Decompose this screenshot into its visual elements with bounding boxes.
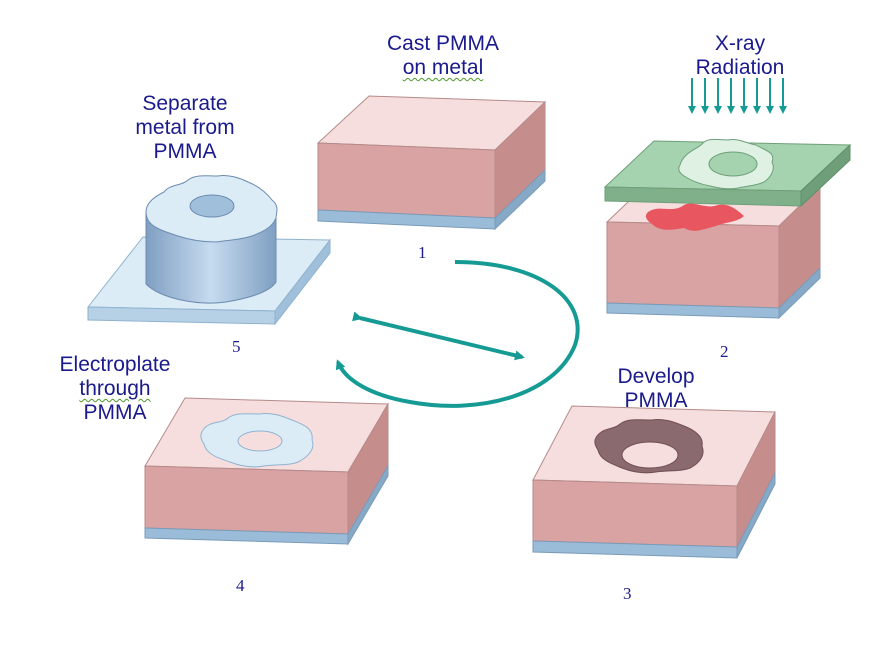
step3-developed-block (532, 405, 776, 559)
step3-label-line1: Develop (617, 365, 695, 388)
step5-label-line1: Separate (142, 92, 228, 115)
step4-plated-block (144, 397, 389, 546)
step3-label: Develop PMMA (591, 365, 721, 413)
step2-mask (603, 138, 852, 208)
step5-label-line2: metal from (135, 116, 235, 139)
step2-number: 2 (720, 342, 729, 361)
step4-label: Electroplate through PMMA (40, 353, 190, 425)
step2-block (605, 181, 822, 320)
step1-number: 1 (418, 243, 427, 262)
step1-label-line1: Cast PMMA (386, 32, 499, 55)
step2-label: X-ray Radiation (665, 32, 815, 80)
step4-label-line3: PMMA (83, 401, 147, 424)
step4-label-line2: through (79, 377, 151, 400)
cycle-arrows (335, 260, 580, 408)
step4-number: 4 (236, 576, 245, 595)
double-arrow (352, 311, 525, 361)
curved-cycle-arrow (335, 260, 580, 408)
step1-label-line2: on metal (402, 56, 484, 79)
step2-label-line1: X-ray (714, 32, 766, 55)
step5-label-line3: PMMA (153, 140, 217, 163)
xray-arrows (688, 78, 787, 114)
step1-pmma-block (316, 95, 547, 231)
step5-number: 5 (232, 337, 241, 356)
step2-label-line2: Radiation (695, 56, 785, 79)
step5-metal-gear (86, 175, 332, 326)
step1-label: Cast PMMA on metal (368, 32, 518, 80)
step3-number: 3 (623, 584, 632, 603)
step4-label-line1: Electroplate (59, 353, 171, 376)
exposed-gear-region (645, 203, 744, 231)
step3-label-line2: PMMA (624, 389, 688, 412)
step5-label: Separate metal from PMMA (110, 92, 260, 164)
